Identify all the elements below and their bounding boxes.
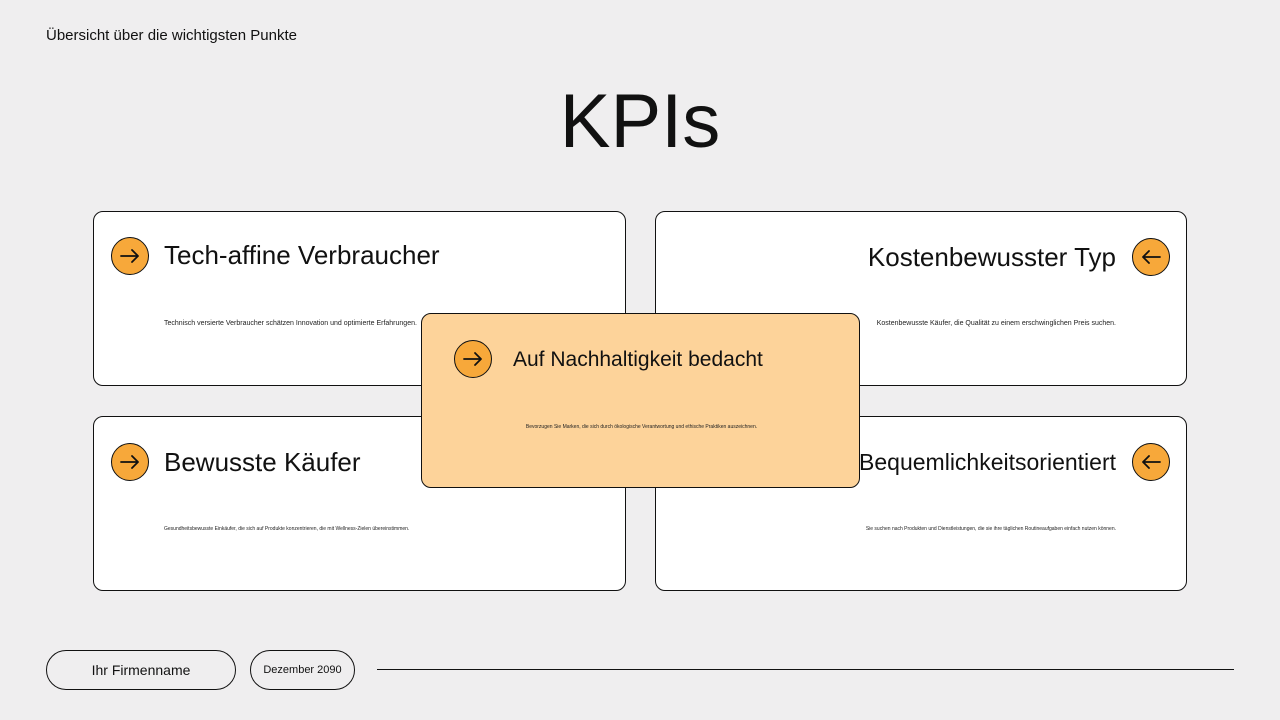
card-heading: Auf Nachhaltigkeit bedacht — [513, 348, 763, 371]
card-heading: Tech-affine Verbraucher — [164, 240, 440, 270]
arrow-right-icon — [111, 443, 149, 481]
arrow-left-icon — [1132, 443, 1170, 481]
card-heading: Bequemlichkeitsorientiert — [859, 449, 1116, 475]
card-description: Sie suchen nach Produkten und Dienstleis… — [865, 526, 1116, 532]
company-name-pill: Ihr Firmenname — [46, 650, 236, 690]
card-heading: Bewusste Käufer — [164, 447, 361, 477]
slide-subtitle: Übersicht über die wichtigsten Punkte — [46, 27, 297, 44]
card-sustainability: Auf Nachhaltigkeit bedacht Bevorzugen Si… — [421, 313, 860, 488]
footer-divider — [377, 669, 1234, 670]
date-pill: Dezember 2090 — [250, 650, 355, 690]
slide-title: KPIs — [559, 79, 721, 164]
arrow-right-icon — [454, 340, 492, 378]
card-description: Technisch versierte Verbraucher schätzen… — [164, 320, 417, 327]
card-description: Bevorzugen Sie Marken, die sich durch ök… — [525, 424, 758, 430]
arrow-right-icon — [111, 237, 149, 275]
arrow-left-icon — [1132, 238, 1170, 276]
card-description: Gesundheitsbewusste Einkäufer, die sich … — [164, 526, 410, 532]
card-description: Kostenbewusste Käufer, die Qualität zu e… — [876, 320, 1116, 327]
card-heading: Kostenbewusster Typ — [867, 242, 1116, 272]
card-tech-affine: Tech-affine Verbraucher Technisch versie… — [93, 211, 626, 386]
